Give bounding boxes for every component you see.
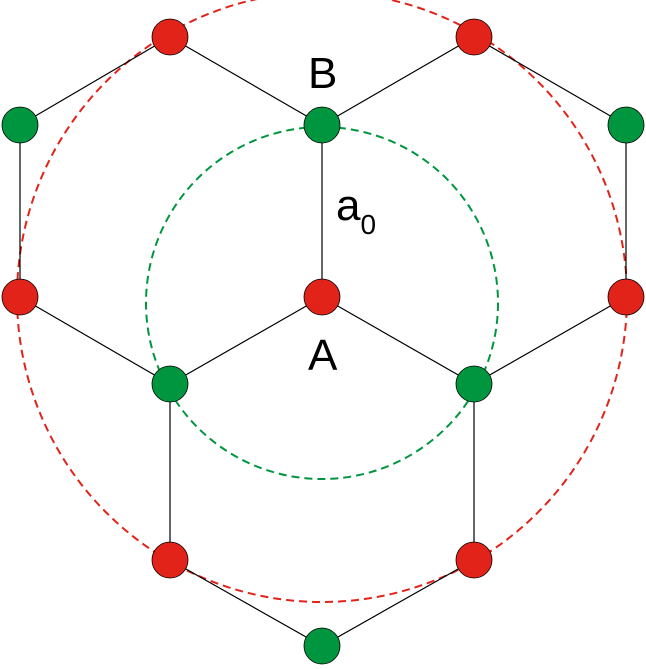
bond — [19, 296, 171, 385]
bond — [169, 36, 323, 126]
bond — [473, 36, 627, 126]
nearest-neighbor-circle — [145, 126, 499, 480]
atom-b — [151, 365, 189, 403]
bond-length-symbol: a — [336, 181, 361, 230]
atom-a — [607, 278, 645, 316]
atom-a — [151, 18, 189, 56]
atom-a-center — [303, 278, 341, 316]
atom-b-top — [303, 106, 341, 144]
bond — [19, 36, 171, 126]
atom-b — [607, 106, 645, 144]
bond — [321, 36, 475, 126]
bond — [321, 559, 475, 647]
atom-a — [1, 278, 39, 316]
bond-length-subscript: 0 — [360, 209, 376, 240]
bonds — [19, 36, 627, 647]
atom-a — [455, 541, 493, 579]
atom-b — [303, 627, 341, 665]
bond — [169, 296, 323, 385]
bond — [321, 296, 475, 385]
bond — [169, 559, 323, 647]
sublattice-b-atoms — [1, 106, 645, 665]
atom-b — [455, 365, 493, 403]
label-bond-length: a0 — [336, 181, 376, 240]
label-site-a: A — [308, 331, 338, 380]
bond — [473, 296, 627, 385]
atom-a — [151, 541, 189, 579]
label-site-b: B — [308, 49, 337, 98]
atom-a — [455, 18, 493, 56]
atom-b — [1, 106, 39, 144]
sublattice-a-atoms — [1, 18, 645, 579]
